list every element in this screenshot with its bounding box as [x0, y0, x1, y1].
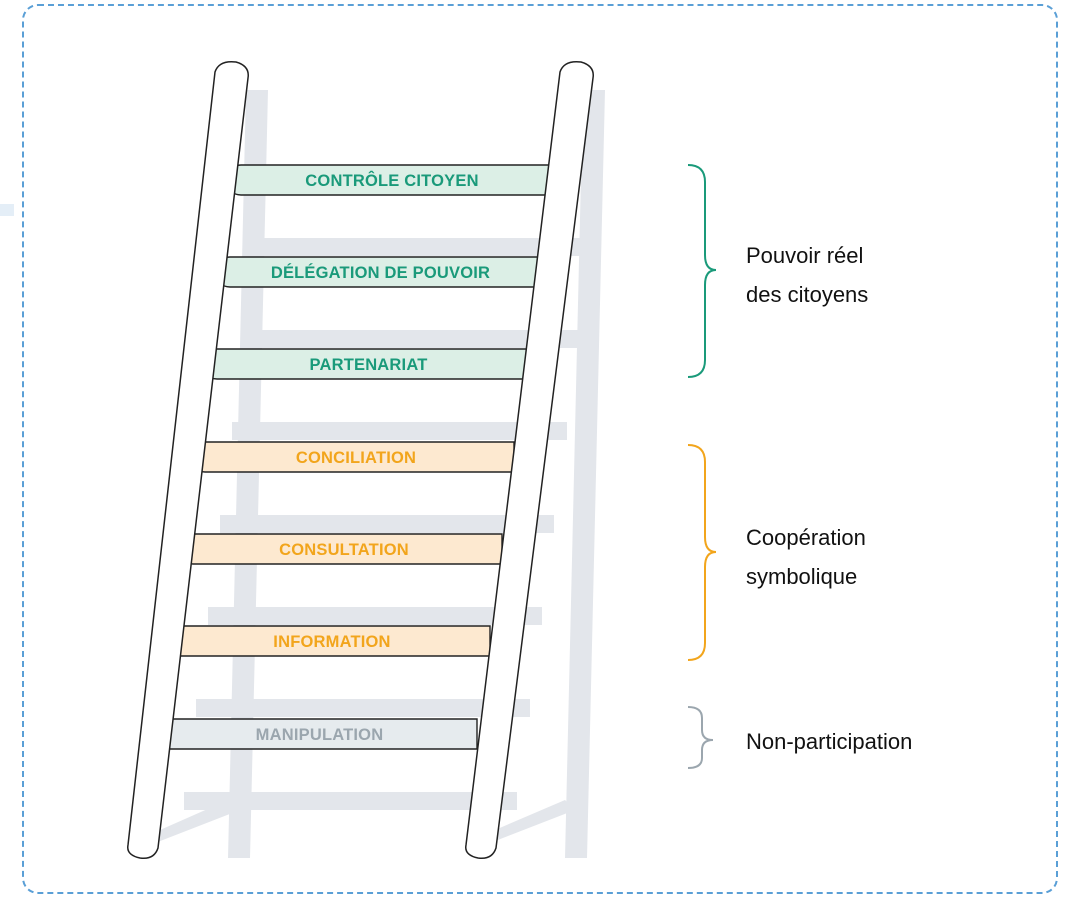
- rung-shadow: [196, 699, 530, 717]
- left-rail: [127, 60, 249, 860]
- rung-label: DÉLÉGATION DE POUVOIR: [271, 263, 490, 282]
- rung-shadow: [208, 607, 542, 625]
- rung-label: INFORMATION: [273, 633, 390, 651]
- rung-label: CONCILIATION: [296, 449, 416, 467]
- ladder-shadow: [150, 90, 605, 858]
- brace-non-participation: [687, 706, 714, 769]
- rung-shadow: [184, 792, 517, 810]
- group-symbolic-line2: symbolique: [746, 564, 857, 589]
- group-real-power-line1: Pouvoir réel: [746, 243, 863, 268]
- edge-marker: [0, 204, 14, 216]
- right-rail: [465, 60, 594, 860]
- brace-real-power: [687, 164, 717, 378]
- shadow-right-rail: [565, 90, 605, 858]
- rung-label: PARTENARIAT: [310, 356, 428, 374]
- rung-shadow: [232, 422, 567, 440]
- shadow-foot-right: [485, 800, 575, 845]
- group-non-participation: Non-participation: [746, 729, 912, 754]
- brace-symbolic: [687, 444, 717, 661]
- rung-shadow: [245, 330, 578, 348]
- rung-label: CONSULTATION: [279, 541, 409, 559]
- group-real-power-line2: des citoyens: [746, 282, 868, 307]
- group-symbolic-line1: Coopération: [746, 525, 866, 550]
- rung-label: CONTRÔLE CITOYEN: [305, 171, 478, 190]
- ladder-rails: [127, 60, 594, 860]
- rung-shadow: [256, 238, 590, 256]
- group-annotations: Pouvoir réel des citoyens Coopération sy…: [687, 164, 912, 769]
- shadow-foot-left: [150, 800, 240, 845]
- rung-label: MANIPULATION: [256, 726, 384, 744]
- rung-shadow: [220, 515, 554, 533]
- dashed-frame: [22, 4, 1058, 894]
